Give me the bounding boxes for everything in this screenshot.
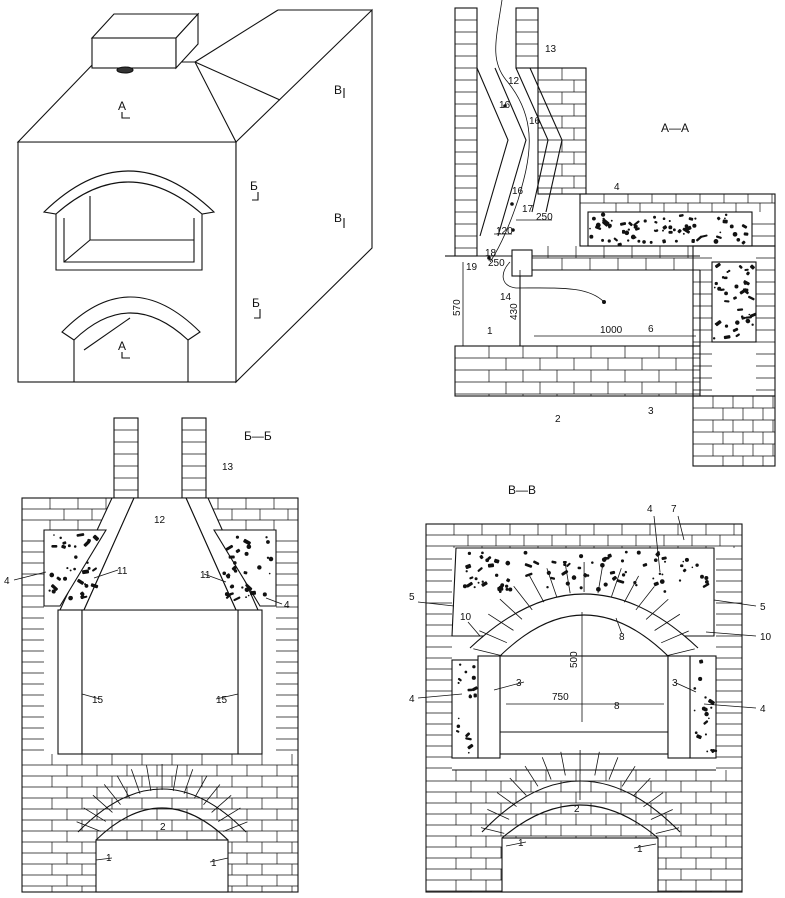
insulation-fill [693, 659, 718, 753]
brick-courses [22, 540, 44, 751]
bb-label-13: 13 [222, 462, 234, 473]
brick-courses [716, 558, 742, 769]
brick-courses [520, 246, 693, 270]
aa-label-1: 1 [487, 326, 493, 337]
bb-label-12: 12 [154, 515, 166, 526]
axon-mark-b-lower: Б [252, 296, 260, 310]
aa-dim-250-top: 250 [536, 212, 553, 223]
aa-label-18: 18 [485, 248, 497, 259]
arch-voussoirs [480, 749, 680, 834]
section-bb: Б—Б 13 12 11 11 4 4 15 15 2 1 1 [4, 417, 299, 893]
aa-dim-1000: 1000 [600, 325, 623, 336]
axon-section-marks: А В Б В Б А [118, 83, 345, 359]
axon-mark-b-upper: Б [250, 179, 258, 193]
aa-label-19: 19 [466, 262, 478, 273]
vv-label-4-top: 4 [647, 504, 653, 515]
insulation-fill [222, 535, 274, 602]
brick-courses [538, 68, 586, 194]
brick-courses [455, 19, 477, 249]
aa-dim-120: 120 [496, 226, 513, 237]
aa-label-4: 4 [614, 182, 620, 193]
brick-courses [752, 223, 775, 237]
arch-voussoirs [76, 763, 248, 832]
section-vv: В—В 4 7 5 5 10 10 8 3 3 4 4 8 2 1 1 500 … [409, 483, 772, 893]
aa-label-3: 3 [648, 406, 654, 417]
bb-label-15-right: 15 [216, 695, 228, 706]
aa-label-6: 6 [648, 324, 654, 335]
vv-dim-750: 750 [552, 692, 569, 703]
bb-label-2: 2 [160, 822, 166, 833]
brick-courses [455, 346, 700, 396]
vv-label-7: 7 [671, 504, 677, 515]
aa-dim-430: 430 [509, 303, 520, 320]
aa-dim-250-low: 250 [488, 258, 505, 269]
vv-label-3-right: 3 [672, 678, 678, 689]
section-aa-title: А—А [661, 121, 689, 135]
axon-mark-a-bottom: А [118, 339, 126, 353]
vv-label-8-arch: 8 [619, 632, 625, 643]
axon-mark-a-top: А [118, 99, 126, 113]
brick-courses [426, 524, 742, 548]
section-aa: А—А 13 12 16 16 16 4 17 18 19 14 1 6 2 3… [445, 0, 776, 467]
bb-label-1-right: 1 [211, 858, 217, 869]
aa-label-2: 2 [555, 414, 561, 425]
aa-label-16b: 16 [529, 116, 541, 127]
brick-courses [276, 540, 298, 751]
insulation-fill [48, 533, 100, 601]
insulation-fill [712, 262, 757, 340]
brick-courses [756, 257, 775, 391]
brick-courses [693, 396, 775, 466]
aa-dim-570: 570 [452, 299, 463, 316]
aa-label-13: 13 [545, 44, 557, 55]
axon-mark-v-lower: В [334, 211, 342, 225]
aa-label-16a: 16 [499, 100, 511, 111]
vv-label-10-left: 10 [460, 612, 472, 623]
vv-label-1-right: 1 [637, 844, 643, 855]
vv-label-1-left: 1 [518, 838, 524, 849]
insulation-fill [589, 212, 749, 247]
bb-label-11-right: 11 [200, 570, 211, 581]
brick-courses [693, 257, 712, 391]
brick-courses [114, 429, 138, 491]
aa-label-14: 14 [500, 292, 512, 303]
axon-mark-v-upper: В [334, 83, 342, 97]
brick-courses [182, 429, 206, 491]
aa-label-16c: 16 [512, 186, 524, 197]
brick-courses [426, 770, 742, 892]
bb-label-11-left: 11 [117, 566, 128, 577]
aa-label-17: 17 [522, 204, 534, 215]
vv-label-4-left: 4 [409, 694, 415, 705]
insulation-fill [455, 663, 478, 754]
bb-label-15-left: 15 [92, 695, 104, 706]
brick-courses [426, 558, 452, 769]
section-bb-title: Б—Б [244, 429, 272, 443]
brick-courses [516, 19, 538, 57]
vv-label-5-right: 5 [760, 602, 766, 613]
vv-label-5-left: 5 [409, 592, 415, 603]
brick-courses [580, 194, 775, 212]
vv-label-2: 2 [574, 804, 580, 815]
axonometric-view [16, 8, 373, 384]
aa-label-12: 12 [508, 76, 520, 87]
bb-label-4-left: 4 [4, 576, 10, 587]
section-vv-title: В—В [508, 483, 536, 497]
vv-label-4-right: 4 [760, 704, 766, 715]
vv-dim-500: 500 [569, 651, 580, 668]
bb-label-4-right: 4 [284, 600, 290, 611]
insulation-fill [462, 550, 710, 593]
vv-label-8-floor: 8 [614, 701, 620, 712]
vv-label-10-right: 10 [760, 632, 772, 643]
